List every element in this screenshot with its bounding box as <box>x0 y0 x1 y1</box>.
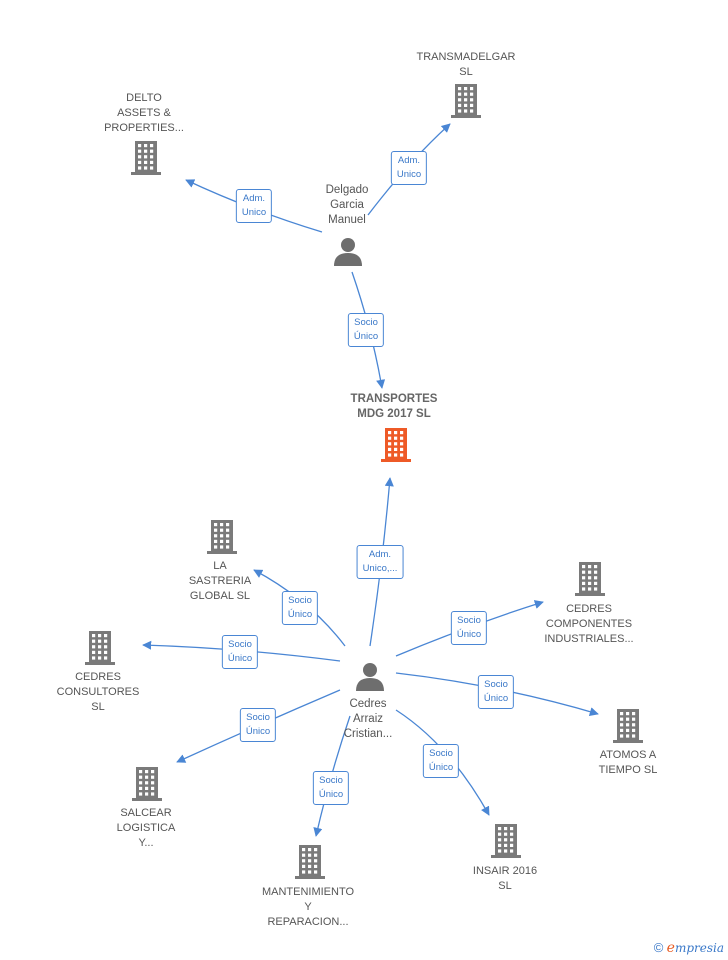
footer-brand[interactable]: © empresia <box>654 940 724 956</box>
node-label-insair[interactable]: INSAIR 2016 SL <box>472 865 538 892</box>
person-icon-cedres_arraiz[interactable] <box>356 663 384 691</box>
edge-label-delgado-to-transmadelgar[interactable]: Adm. Unico <box>390 151 428 185</box>
node-label-cedres_componentes[interactable]: CEDRES COMPONENTES INDUSTRIALES... <box>544 603 634 645</box>
edge-label-cedres_arraiz-to-mantenimiento[interactable]: Socio Único <box>312 771 350 805</box>
edge-label-cedres_arraiz-to-sastreria[interactable]: Socio Único <box>281 591 319 625</box>
building-icon-transmadelgar[interactable] <box>451 84 481 118</box>
building-icon-sastreria[interactable] <box>207 520 237 554</box>
edge-label-cedres_arraiz-to-cedres_componentes[interactable]: Socio Único <box>450 611 488 645</box>
node-label-atomos[interactable]: ATOMOS A TIEMPO SL <box>598 749 658 776</box>
building-icon-delto[interactable] <box>131 141 161 175</box>
brand-first-letter: e <box>666 940 675 956</box>
edge-label-cedres_arraiz-to-transportes[interactable]: Adm. Unico,... <box>356 545 404 579</box>
node-label-mantenimiento[interactable]: MANTENIMIENTO Y REPARACION... <box>261 886 355 928</box>
edge-label-cedres_arraiz-to-atomos[interactable]: Socio Único <box>477 675 515 709</box>
node-label-transportes[interactable]: TRANSPORTES MDG 2017 SL <box>350 393 438 420</box>
node-label-cedres_consultores[interactable]: CEDRES CONSULTORES SL <box>56 671 140 713</box>
building-icon-cedres_componentes[interactable] <box>575 562 605 596</box>
edge-label-delgado-to-delto[interactable]: Adm. Unico <box>235 189 273 223</box>
person-icon-delgado[interactable] <box>334 238 362 266</box>
nodes-layer <box>85 84 643 879</box>
node-label-delgado[interactable]: Delgado Garcia Manuel <box>325 184 369 226</box>
edge-label-cedres_arraiz-to-insair[interactable]: Socio Único <box>422 744 460 778</box>
edge-label-delgado-to-transportes[interactable]: Socio Único <box>347 313 385 347</box>
node-label-delto[interactable]: DELTO ASSETS & PROPERTIES... <box>104 92 184 134</box>
building-icon-salcear[interactable] <box>132 767 162 801</box>
edge-label-cedres_arraiz-to-cedres_consultores[interactable]: Socio Único <box>221 635 259 669</box>
building-icon-cedres_consultores[interactable] <box>85 631 115 665</box>
node-label-transmadelgar[interactable]: TRANSMADELGAR SL <box>416 51 516 78</box>
building-icon-mantenimiento[interactable] <box>295 845 325 879</box>
edge-label-cedres_arraiz-to-salcear[interactable]: Socio Único <box>239 708 277 742</box>
copyright-symbol: © <box>653 940 664 955</box>
node-label-salcear[interactable]: SALCEAR LOGISTICA Y... <box>116 807 176 849</box>
building-icon-insair[interactable] <box>491 824 521 858</box>
brand-rest: mpresia <box>674 941 724 955</box>
building-icon-transportes[interactable] <box>381 428 411 462</box>
building-icon-atomos[interactable] <box>613 709 643 743</box>
node-label-sastreria[interactable]: LA SASTRERIA GLOBAL SL <box>188 560 252 602</box>
node-label-cedres_arraiz[interactable]: Cedres Arraiz Cristian... <box>343 698 393 740</box>
